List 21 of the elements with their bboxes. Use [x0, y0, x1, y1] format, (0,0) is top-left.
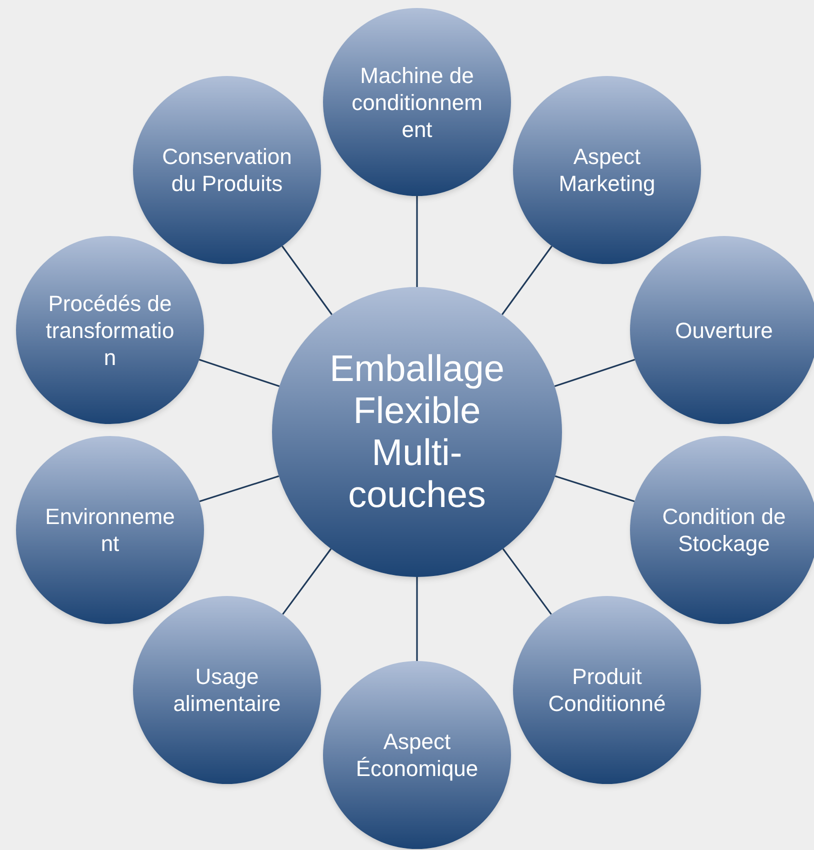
node-label: Aspect Marketing [558, 143, 656, 197]
connector-line [554, 475, 635, 502]
node-label: Procédés de transformation [44, 290, 176, 370]
node-label: Conservation du Produits [161, 143, 293, 197]
connector-line [501, 246, 552, 316]
connector-line [554, 358, 636, 388]
node-label: Usage alimentaire [172, 663, 282, 717]
node-label: Ouverture [674, 316, 774, 344]
node-label: Machine de conditionnement [350, 62, 484, 142]
connector-line [416, 196, 418, 287]
connector-line [198, 358, 280, 388]
node-label: Condition de Stockage [661, 503, 787, 557]
connector-line [502, 548, 552, 615]
node-label: Emballage Flexible Multi-couches [328, 348, 506, 516]
node-label: Produit Conditionné [547, 663, 667, 717]
connector-line [416, 577, 418, 661]
node-label: Aspect Économique [354, 728, 480, 782]
connector-line [282, 548, 332, 615]
node-label: Environnement [44, 503, 176, 557]
connector-line [282, 246, 333, 316]
connector-line [199, 475, 280, 502]
